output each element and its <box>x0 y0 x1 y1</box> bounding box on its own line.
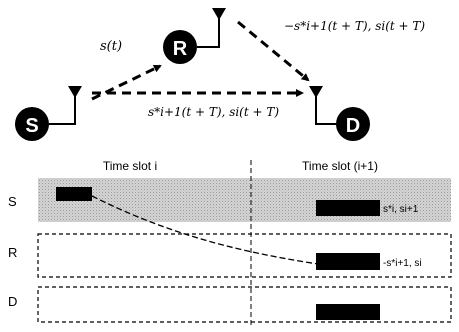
destination-node: D <box>309 86 370 141</box>
row-s-annotation: s*i, si+1 <box>383 204 419 215</box>
link-relay-to-destination <box>237 20 310 82</box>
relay-node-label: R <box>173 38 188 60</box>
source-node-label: S <box>25 115 38 137</box>
row-r-annotation: -s*i+1, si <box>383 258 422 269</box>
destination-node-label: D <box>346 115 360 137</box>
row-label-s: S <box>8 194 17 209</box>
row-s-band <box>38 178 451 222</box>
label-relay-to-destination: −s*i+1(t + T), si(t + T) <box>284 19 425 33</box>
source-antenna-icon <box>68 86 82 98</box>
destination-node-circle <box>336 107 370 141</box>
row-d-block-slot-i-plus-1 <box>316 304 380 320</box>
time-slot-label-i: Time slot i <box>103 159 157 173</box>
row-r-box <box>37 233 452 278</box>
row-s-block-slot-i <box>56 187 92 201</box>
row-s-block-slot-i-plus-1 <box>316 200 380 216</box>
relay-forward-path <box>91 195 319 265</box>
row-d-box <box>37 286 452 323</box>
label-source-to-destination: s*i+1(t + T), si(t + T) <box>148 105 279 119</box>
relay-node-circle <box>163 30 197 64</box>
relay-antenna-icon <box>212 8 226 20</box>
relay-node: R <box>163 8 226 64</box>
row-label-r: R <box>8 245 17 260</box>
row-label-d: D <box>8 294 17 309</box>
destination-antenna-icon <box>309 86 323 98</box>
destination-antenna-stem <box>315 96 336 125</box>
link-source-to-relay <box>91 64 162 101</box>
row-r-block-slot-i-plus-1 <box>316 253 380 270</box>
source-node-circle <box>15 107 49 141</box>
source-node: S <box>15 86 82 141</box>
relay-antenna-stem <box>197 18 220 48</box>
source-antenna-stem <box>49 96 76 125</box>
time-slot-label-i-plus-1: Time slot (i+1) <box>302 159 378 173</box>
label-source-to-relay: s(t) <box>100 39 122 54</box>
